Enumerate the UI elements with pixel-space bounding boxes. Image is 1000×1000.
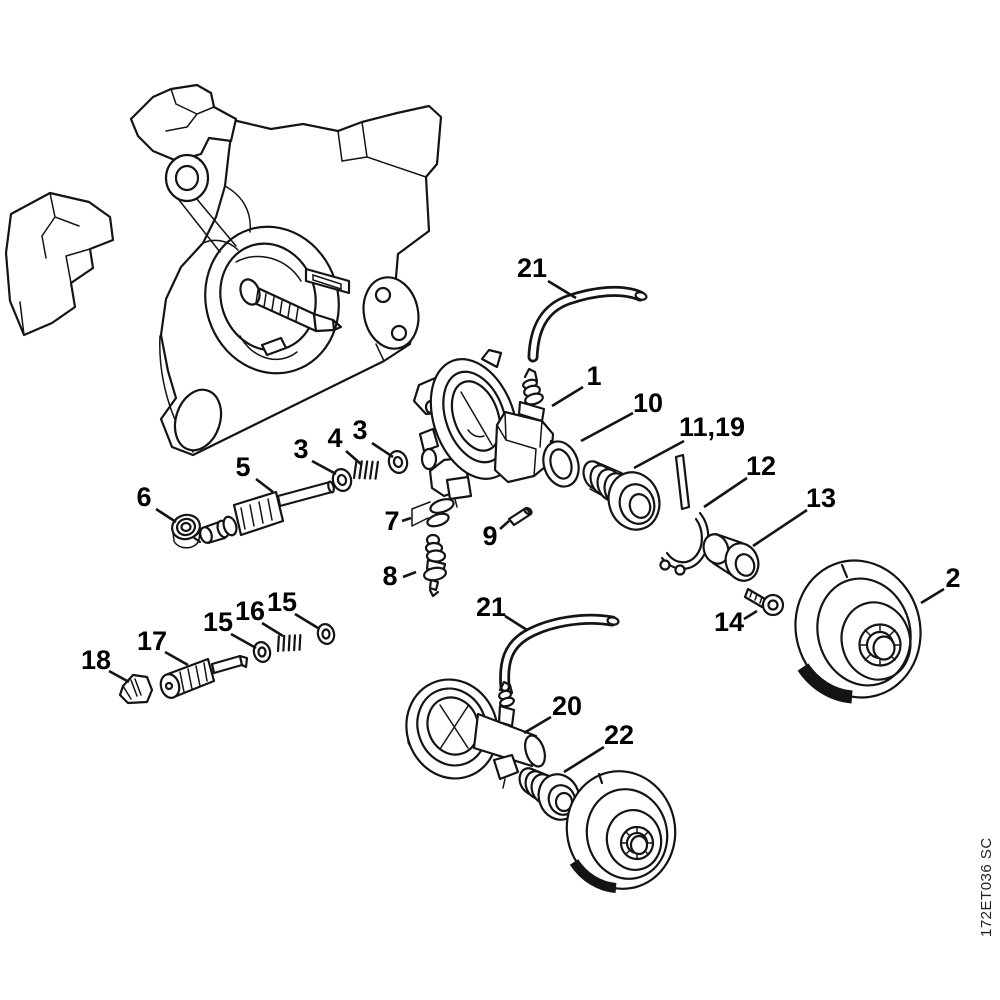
callout-label-15: 15 [267,587,297,617]
oil-hose-top [527,285,648,363]
callout-label-8: 8 [382,561,397,591]
o-rings-7 [411,498,455,528]
callout-leader-12 [703,476,748,509]
callout-label-3: 3 [352,415,367,445]
washer-15-right [316,623,336,645]
spring-4 [352,460,380,480]
callout-leader-17 [164,650,189,667]
callout-label-18: 18 [81,645,111,675]
callout-leader-6 [155,507,177,524]
spring-16 [276,633,302,653]
callout-label-2: 2 [945,563,960,593]
snap-ring-12 [659,453,710,576]
callout-label-6: 6 [136,482,151,512]
callout-label-21: 21 [517,253,547,283]
callout-label-9: 9 [482,521,497,551]
callout-leader-10 [580,411,634,443]
oil-seal-6 [171,513,201,549]
washer-3-left [331,468,353,492]
callout-label-21: 21 [476,592,506,622]
worm-gear-11-19 [582,460,661,531]
washer-15-left [252,641,272,663]
callout-label-3: 3 [293,434,308,464]
callout-leader-2 [920,587,945,605]
callout-label-16: 16 [235,596,265,626]
callout-label-12: 12 [746,451,776,481]
callout-leader-3 [311,459,337,476]
crankcase-housing [4,83,443,457]
callout-label-10: 10 [633,388,663,418]
bushing-13 [702,532,760,582]
callout-leader-5 [255,477,274,494]
callout-leader-9 [499,520,510,530]
oil-hose-bottom [499,613,620,693]
oil-pump-assembly [412,348,562,508]
callout-label-17: 17 [137,626,167,656]
callout-leader-21 [504,614,528,632]
callout-label-5: 5 [235,452,250,482]
callout-label-11,19: 11,19 [679,412,745,442]
callout-leader-16 [261,621,284,638]
callout-label-13: 13 [806,483,836,513]
callout-leader-18 [108,669,130,684]
callout-leader-20 [523,715,552,735]
clutch-drum-2 [794,559,922,704]
gear-17 [159,654,249,699]
screw-14 [743,587,785,617]
callout-label-22: 22 [604,720,634,750]
callout-label-20: 20 [552,691,582,721]
pump-drive-shaft-5 [191,480,335,545]
callout-label-15: 15 [203,607,233,637]
callout-leader-11,19 [633,439,685,470]
pin-9 [507,506,533,527]
callout-label-14: 14 [714,607,744,637]
callout-leader-3 [371,441,394,459]
callout-leader-22 [563,745,605,774]
valve-8 [423,533,447,598]
oil-pump-20 [405,678,546,789]
callout-label-4: 4 [327,423,342,453]
callout-leader-21 [547,279,577,300]
callout-leader-8 [402,570,417,579]
washer-10 [542,440,580,488]
callout-leader-15 [294,612,319,630]
figure-code: 172ET036 SC [978,837,995,937]
washer-3-right [387,450,409,474]
callout-leader-13 [752,508,808,548]
callout-leader-15 [230,632,257,650]
callout-label-7: 7 [384,506,399,536]
callout-leader-1 [551,385,584,408]
callout-leader-14 [743,609,758,621]
callout-leader-4 [345,450,363,466]
callout-label-1: 1 [586,361,601,391]
clutch-drum-lower [565,770,677,893]
callout-leader-7 [401,516,412,523]
